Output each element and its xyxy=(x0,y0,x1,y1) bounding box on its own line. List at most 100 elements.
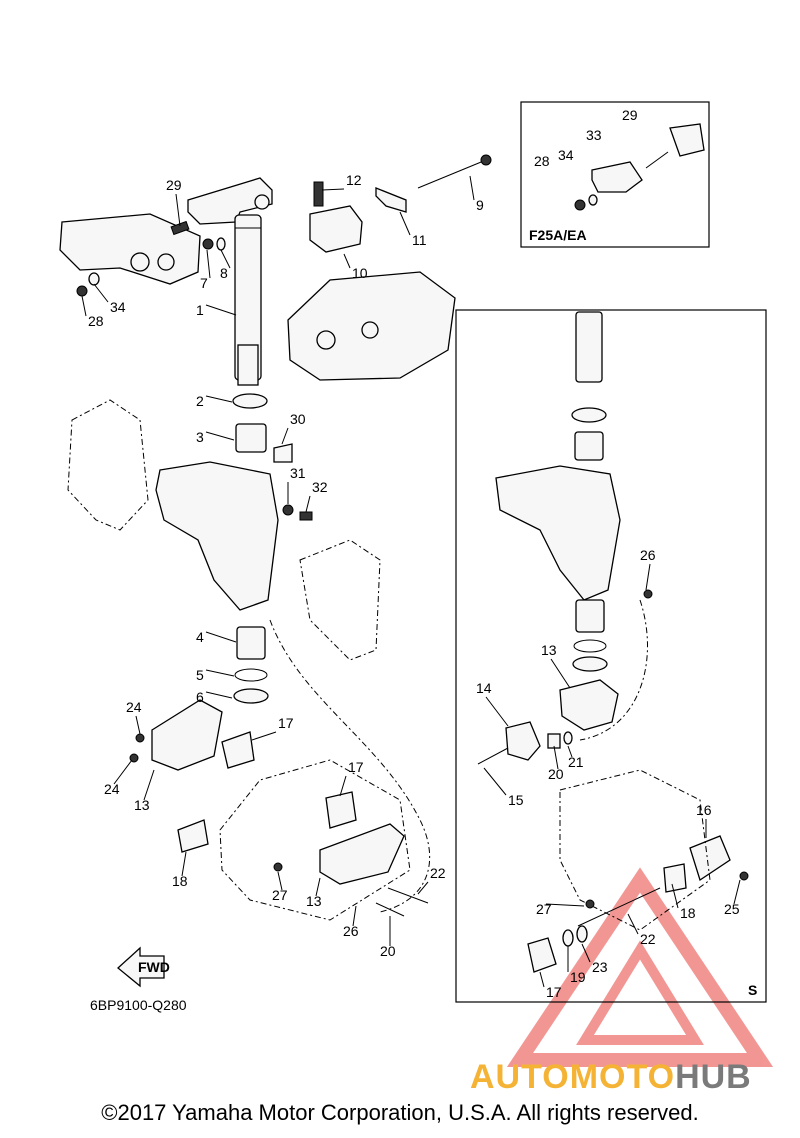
bolt-20 xyxy=(375,902,405,917)
fwd-arrow xyxy=(117,946,165,988)
leader-line-34 xyxy=(93,283,109,303)
inset-callout-34: 34 xyxy=(558,147,574,163)
leader-line-27 xyxy=(277,871,283,891)
leader-line-17 xyxy=(539,971,545,988)
callout-9: 9 xyxy=(476,197,484,213)
inset-frame xyxy=(520,101,710,248)
leader-line-22 xyxy=(627,913,639,935)
callout-7: 7 xyxy=(200,275,208,291)
inset-bracket-33 xyxy=(591,161,643,193)
leader-line-13 xyxy=(550,658,571,689)
callout-22: 22 xyxy=(640,931,656,947)
callout-5: 5 xyxy=(196,667,204,683)
callout-23: 23 xyxy=(592,959,608,975)
callout-24: 24 xyxy=(126,699,142,715)
callout-28: 28 xyxy=(88,313,104,329)
callout-2: 2 xyxy=(196,393,204,409)
callout-4: 4 xyxy=(196,629,204,645)
rod-9 xyxy=(417,159,487,189)
leader-line-7 xyxy=(206,249,211,279)
clip-30 xyxy=(273,443,293,463)
leader-line-24 xyxy=(113,759,133,785)
section-mount-17 xyxy=(527,937,557,973)
leader-line-26 xyxy=(645,563,651,591)
leader-line-4 xyxy=(205,631,237,643)
logo-part1: AUTOMOTO xyxy=(470,1058,676,1096)
callout-31: 31 xyxy=(290,465,306,481)
watermark-triangle xyxy=(506,867,774,1067)
seal-2 xyxy=(232,393,268,409)
section-mount-16 xyxy=(689,835,731,882)
callout-13: 13 xyxy=(541,642,557,658)
mount-17-a xyxy=(221,731,255,769)
leader-line-11 xyxy=(399,211,411,236)
leader-line-2 xyxy=(205,395,233,403)
leader-line-3 xyxy=(205,431,235,441)
o-ring-5 xyxy=(234,668,268,682)
inset-callout-28: 28 xyxy=(534,153,550,169)
diagram-code: 6BP9100-Q280 xyxy=(90,997,187,1013)
callout-1: 1 xyxy=(196,302,204,318)
leader-line-27 xyxy=(545,903,585,907)
callout-10: 10 xyxy=(352,265,368,281)
callout-16: 16 xyxy=(696,802,712,818)
mount-17-b xyxy=(325,791,357,829)
leader-line-17 xyxy=(339,775,347,797)
bushing-4 xyxy=(236,626,266,660)
leader-line-28 xyxy=(81,295,87,317)
watermark-logo: AUTOMOTOHUB xyxy=(470,1058,752,1097)
leader-line-29 xyxy=(175,193,181,227)
callout-20: 20 xyxy=(548,766,564,782)
callout-15: 15 xyxy=(508,792,524,808)
swivel-bracket xyxy=(155,461,279,611)
leader-line-13 xyxy=(315,877,321,897)
leader-line-23 xyxy=(581,943,591,963)
leader-line-1 xyxy=(205,304,237,316)
bracket-10 xyxy=(309,205,363,253)
callout-17: 17 xyxy=(546,984,562,1000)
callout-24: 24 xyxy=(104,781,120,797)
leader-line-8 xyxy=(220,249,231,269)
callout-3: 3 xyxy=(196,429,204,445)
callout-6: 6 xyxy=(196,689,204,705)
leader-line-22 xyxy=(417,881,429,895)
callout-19: 19 xyxy=(570,969,586,985)
leader-line-26 xyxy=(352,905,357,927)
mount-13-lower xyxy=(319,823,405,885)
callout-17: 17 xyxy=(348,759,364,775)
callout-18: 18 xyxy=(172,873,188,889)
callout-27: 27 xyxy=(272,887,288,903)
inset-callout-33: 33 xyxy=(586,127,602,143)
washer-8 xyxy=(216,237,226,251)
leader-line-17 xyxy=(251,731,277,741)
leader-line-13 xyxy=(143,769,155,801)
fwd-label: FWD xyxy=(138,959,170,975)
leader-line-30 xyxy=(281,427,289,445)
nut-7 xyxy=(202,238,214,250)
section-mark: S xyxy=(748,982,757,998)
bolt-22 xyxy=(387,887,429,904)
leader-line-6 xyxy=(205,691,233,699)
cover-18 xyxy=(177,819,209,853)
callout-13: 13 xyxy=(134,797,150,813)
leader-line-24 xyxy=(135,715,141,735)
callout-29: 29 xyxy=(166,177,182,193)
callout-21: 21 xyxy=(568,754,584,770)
plate-11 xyxy=(375,187,407,213)
seal-6 xyxy=(233,688,269,704)
callout-30: 30 xyxy=(290,411,306,427)
callout-14: 14 xyxy=(476,680,492,696)
callout-27: 27 xyxy=(536,901,552,917)
leader-line-21 xyxy=(567,745,573,758)
callout-26: 26 xyxy=(640,547,656,563)
logo-part2: HUB xyxy=(675,1058,752,1096)
callout-32: 32 xyxy=(312,479,328,495)
leader-line-20 xyxy=(553,745,559,770)
callout-26: 26 xyxy=(343,923,359,939)
leader-line-9 xyxy=(469,175,475,201)
section-clamp-14 xyxy=(505,721,541,761)
callout-25: 25 xyxy=(724,901,740,917)
bolt-12 xyxy=(313,181,324,207)
